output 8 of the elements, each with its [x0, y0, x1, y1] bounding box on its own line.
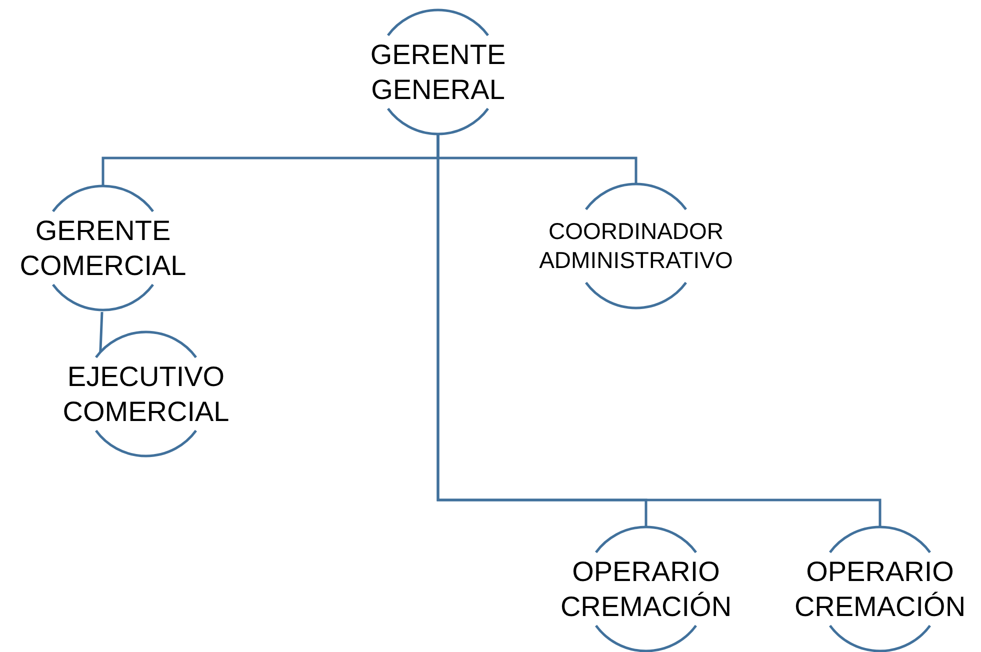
node-label: GERENTE COMERCIAL — [18, 214, 188, 283]
node-label: COORDINADOR ADMINISTRATIVO — [538, 217, 734, 275]
connector-line — [436, 134, 882, 527]
node-label: OPERARIO CREMACIÓN — [559, 555, 733, 624]
node-label: OPERARIO CREMACIÓN — [793, 555, 967, 624]
node-label: EJECUTIVO COMERCIAL — [62, 360, 230, 429]
node-label: GERENTE GENERAL — [369, 38, 507, 107]
connector-line — [99, 312, 104, 352]
